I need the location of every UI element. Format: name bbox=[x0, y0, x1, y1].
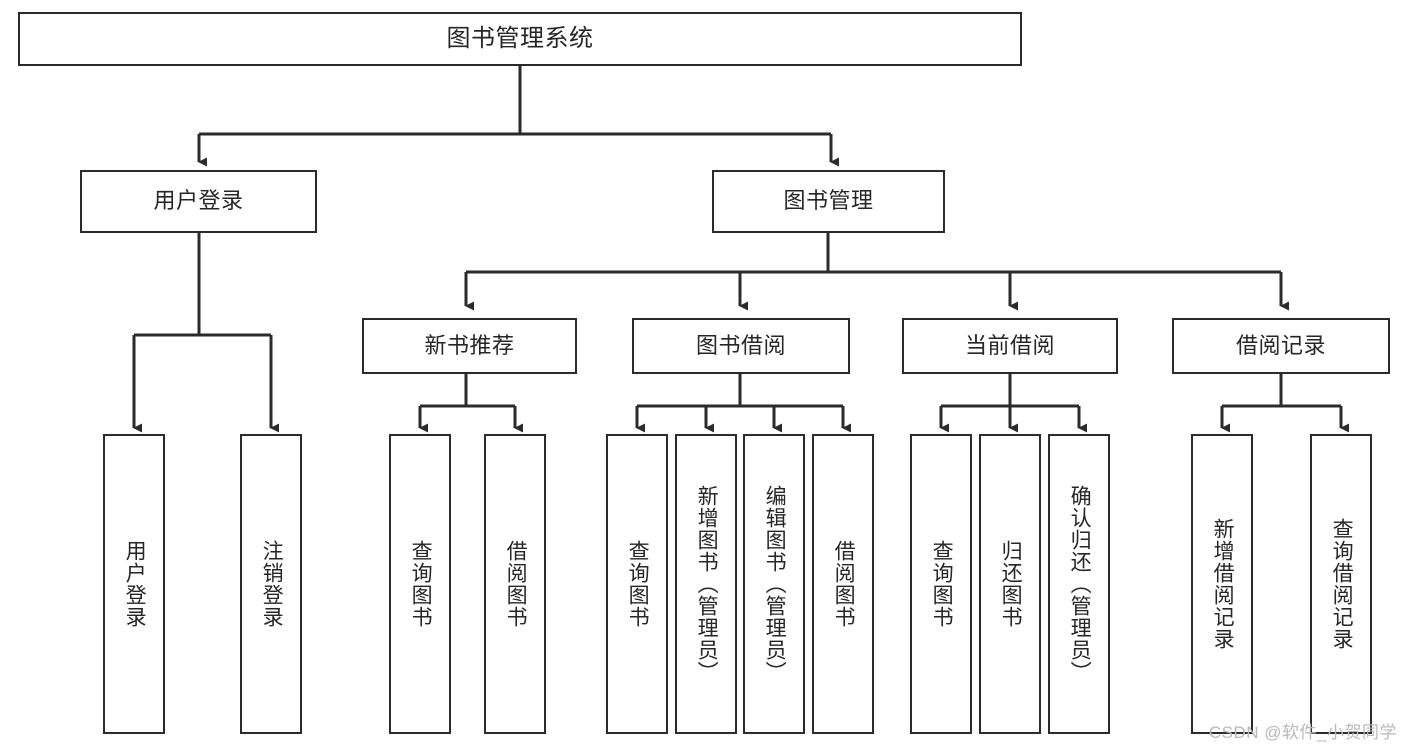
node-leaf-return-book-label: 归还图书 bbox=[999, 540, 1023, 628]
node-leaf-borrow-book-1-label: 借阅图书 bbox=[504, 540, 528, 628]
node-new-book-recommend[interactable]: 新书推荐 bbox=[362, 318, 577, 374]
node-leaf-edit-book[interactable]: 编辑图书（管理员） bbox=[743, 434, 805, 734]
node-leaf-borrow-book-2[interactable]: 借阅图书 bbox=[812, 434, 874, 734]
node-leaf-add-book[interactable]: 新增图书（管理员） bbox=[675, 434, 737, 734]
node-book-manage[interactable]: 图书管理 bbox=[712, 170, 945, 233]
node-leaf-query-book-3-label: 查询图书 bbox=[930, 540, 954, 628]
node-leaf-add-book-label: 新增图书（管理员） bbox=[695, 485, 719, 683]
node-book-borrow-label: 图书借阅 bbox=[695, 332, 786, 358]
node-leaf-confirm-return-label: 确认归还（管理员） bbox=[1068, 485, 1092, 683]
node-new-book-recommend-label: 新书推荐 bbox=[424, 332, 515, 358]
node-leaf-query-book-1-label: 查询图书 bbox=[409, 540, 433, 628]
node-book-manage-label: 图书管理 bbox=[783, 188, 874, 214]
node-leaf-confirm-return[interactable]: 确认归还（管理员） bbox=[1048, 434, 1110, 734]
node-user-login[interactable]: 用户登录 bbox=[80, 170, 317, 233]
node-book-borrow[interactable]: 图书借阅 bbox=[632, 318, 850, 374]
node-leaf-query-record-label: 查询借阅记录 bbox=[1330, 518, 1354, 650]
watermark-text: CSDN @软件_小贺同学 bbox=[1208, 723, 1397, 742]
node-leaf-query-book-3[interactable]: 查询图书 bbox=[910, 434, 972, 734]
node-leaf-add-record[interactable]: 新增借阅记录 bbox=[1191, 434, 1253, 734]
node-leaf-query-book-1[interactable]: 查询图书 bbox=[389, 434, 451, 734]
node-leaf-user-login[interactable]: 用户登录 bbox=[103, 434, 165, 734]
node-current-borrow-label: 当前借阅 bbox=[964, 332, 1055, 358]
node-root-label: 图书管理系统 bbox=[446, 24, 594, 52]
node-root-system[interactable]: 图书管理系统 bbox=[18, 12, 1022, 66]
node-leaf-borrow-book-1[interactable]: 借阅图书 bbox=[484, 434, 546, 734]
node-leaf-logout-login[interactable]: 注销登录 bbox=[240, 434, 302, 734]
node-leaf-add-record-label: 新增借阅记录 bbox=[1211, 518, 1235, 650]
node-current-borrow[interactable]: 当前借阅 bbox=[902, 318, 1118, 374]
node-leaf-user-login-label: 用户登录 bbox=[123, 540, 147, 628]
node-leaf-return-book[interactable]: 归还图书 bbox=[979, 434, 1041, 734]
node-leaf-query-book-2[interactable]: 查询图书 bbox=[606, 434, 668, 734]
node-leaf-logout-login-label: 注销登录 bbox=[260, 540, 284, 628]
node-borrow-record-label: 借阅记录 bbox=[1235, 332, 1326, 358]
node-leaf-query-book-2-label: 查询图书 bbox=[626, 540, 650, 628]
node-leaf-query-record[interactable]: 查询借阅记录 bbox=[1310, 434, 1372, 734]
node-leaf-borrow-book-2-label: 借阅图书 bbox=[832, 540, 856, 628]
node-user-login-label: 用户登录 bbox=[153, 188, 244, 214]
node-borrow-record[interactable]: 借阅记录 bbox=[1172, 318, 1390, 374]
node-leaf-edit-book-label: 编辑图书（管理员） bbox=[763, 485, 787, 683]
